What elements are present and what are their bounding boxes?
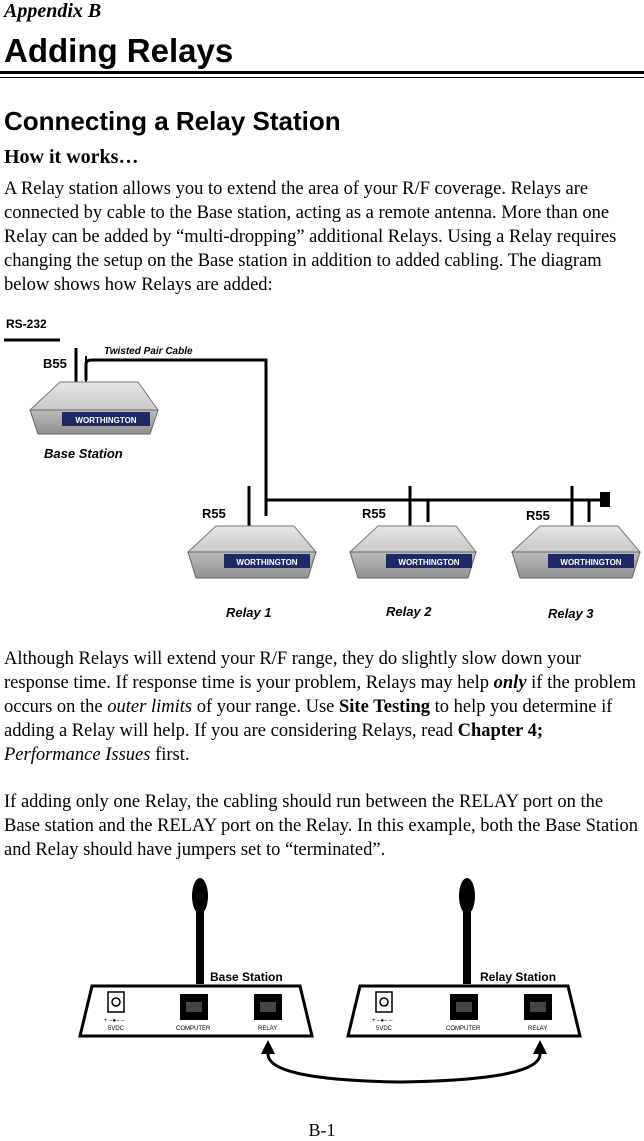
- intro-paragraph: A Relay station allows you to extend the…: [4, 179, 617, 295]
- only-emphasis: only: [493, 673, 527, 693]
- relay-1-caption: Relay 1: [226, 605, 272, 620]
- relay-2-brand: WORTHINGTON: [398, 558, 459, 567]
- site-testing-link: Site Testing: [339, 697, 430, 717]
- arrow-up-icon: [261, 1040, 275, 1054]
- title-rule-thick: [0, 71, 644, 74]
- appendix-label: Appendix B: [4, 0, 102, 22]
- outer-limits-emphasis: outer limits: [107, 697, 193, 717]
- relay-power-jack-icon: [375, 991, 393, 1013]
- relay-link-cable: [266, 1053, 542, 1084]
- rs232-label: RS-232: [6, 317, 47, 331]
- base-computer-label: COMPUTER: [176, 1026, 211, 1032]
- relay-computer-label: COMPUTER: [446, 1026, 481, 1032]
- relay-station-label: Relay Station: [480, 970, 556, 984]
- relay-1-device: R55 WORTHINGTON Relay 1: [186, 486, 318, 620]
- base-station-label: Base Station: [210, 970, 283, 984]
- relay-1-brand: WORTHINGTON: [236, 558, 297, 567]
- svg-text:+ –●– –: + –●– –: [372, 1018, 393, 1024]
- relay-1-model: R55: [202, 506, 226, 521]
- relay-relay-label: RELAY: [528, 1026, 547, 1032]
- base-station-panel: Base Station + –●– – 5VDC COMPUTER RELAY: [78, 878, 314, 1038]
- relay-3-device: R55 WORTHINGTON Relay 3: [510, 486, 642, 621]
- relay-antenna-icon: [459, 878, 475, 914]
- section-heading: Connecting a Relay Station: [4, 106, 341, 136]
- arrow-up-icon: [533, 1040, 547, 1054]
- chapter-ref: Chapter 4;: [457, 721, 544, 741]
- base-station-caption: Base Station: [44, 446, 123, 461]
- relay-2-caption: Relay 2: [386, 604, 432, 619]
- title-rule-thin: [0, 77, 644, 78]
- base-brand-label: WORTHINGTON: [75, 416, 136, 425]
- relay-network-diagram: RS-232 Twisted Pair Cable B55 WORTHINGTO…: [4, 317, 642, 621]
- relay-2-device: R55 WORTHINGTON Relay 2: [348, 486, 478, 619]
- relay-station-panel: Relay Station + –●– – 5VDC COMPUTER RELA…: [346, 878, 582, 1038]
- base-station-device: B55 WORTHINGTON Base Station: [28, 348, 159, 461]
- page-title: Adding Relays: [4, 32, 234, 69]
- base-antenna-icon: [192, 878, 208, 914]
- relay-2-model: R55: [362, 506, 386, 521]
- base-model-label: B55: [43, 356, 67, 371]
- performance-paragraph: Although Relays will extend your R/F ran…: [4, 649, 636, 765]
- relay-port-wiring-diagram: Base Station + –●– – 5VDC COMPUTER RELAY…: [78, 878, 582, 1084]
- relay-power-label: 5VDC: [376, 1026, 393, 1032]
- svg-text:+ –●– –: + –●– –: [104, 1018, 125, 1024]
- relay-3-model: R55: [526, 508, 550, 523]
- section-subheading: How it works…: [4, 146, 139, 168]
- page-number: B-1: [308, 1120, 336, 1140]
- relay-3-caption: Relay 3: [548, 606, 594, 621]
- performance-issues-ref: Performance Issues: [4, 745, 151, 765]
- cabling-paragraph: If adding only one Relay, the cabling sh…: [4, 792, 639, 860]
- twisted-pair-label: Twisted Pair Cable: [104, 346, 193, 357]
- base-relay-label: RELAY: [258, 1026, 277, 1032]
- base-power-label: 5VDC: [108, 1026, 125, 1032]
- bus-terminator: [600, 492, 610, 507]
- base-power-jack-icon: [107, 991, 125, 1013]
- relay-3-brand: WORTHINGTON: [560, 558, 621, 567]
